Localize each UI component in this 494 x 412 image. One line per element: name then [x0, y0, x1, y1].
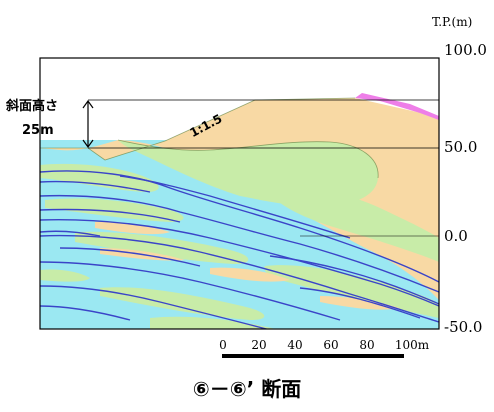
- elevation-axis: T.P.(m) 100.0 50.0 0.0 -50.0: [432, 15, 487, 336]
- green-lens-lower-right: [264, 265, 439, 318]
- geologic-section: [40, 93, 439, 329]
- slope-height-arrow: [82, 99, 94, 149]
- scale-bar-line: [222, 354, 404, 358]
- green-lens-lower-mid: [100, 287, 265, 320]
- orange-lens-1: [95, 221, 170, 235]
- orange-lens-2: [210, 267, 290, 282]
- scale-label-60: 60: [323, 338, 338, 352]
- elevation-tick-100: 100.0: [444, 41, 487, 59]
- elevation-tick-50: 50.0: [444, 138, 477, 156]
- boundary-lines: [40, 170, 439, 329]
- elevation-unit-label: T.P.(m): [432, 15, 472, 29]
- scale-bar: 0 20 40 60 80 100m: [219, 338, 430, 358]
- section-frame: [39, 57, 440, 330]
- elevation-tick-0: 0.0: [444, 227, 468, 245]
- green-lens-lower-left: [40, 269, 90, 282]
- scale-label-40: 40: [287, 338, 302, 352]
- slope-height-value: 25m: [22, 123, 54, 138]
- section-title: ⑥－⑥’ 断面: [193, 377, 301, 401]
- scale-label-80: 80: [359, 338, 374, 352]
- scale-label-20: 20: [251, 338, 266, 352]
- green-layer-right: [265, 186, 439, 262]
- green-lens-center: [75, 231, 249, 264]
- slope-height-label: 斜面高さ: [5, 98, 58, 114]
- scale-label-0: 0: [219, 338, 227, 352]
- green-lens-bottom: [150, 316, 276, 329]
- elevation-tick-minus50: -50.0: [444, 318, 482, 336]
- orange-lens-4: [320, 296, 400, 310]
- scale-label-100m: 100m: [395, 338, 430, 352]
